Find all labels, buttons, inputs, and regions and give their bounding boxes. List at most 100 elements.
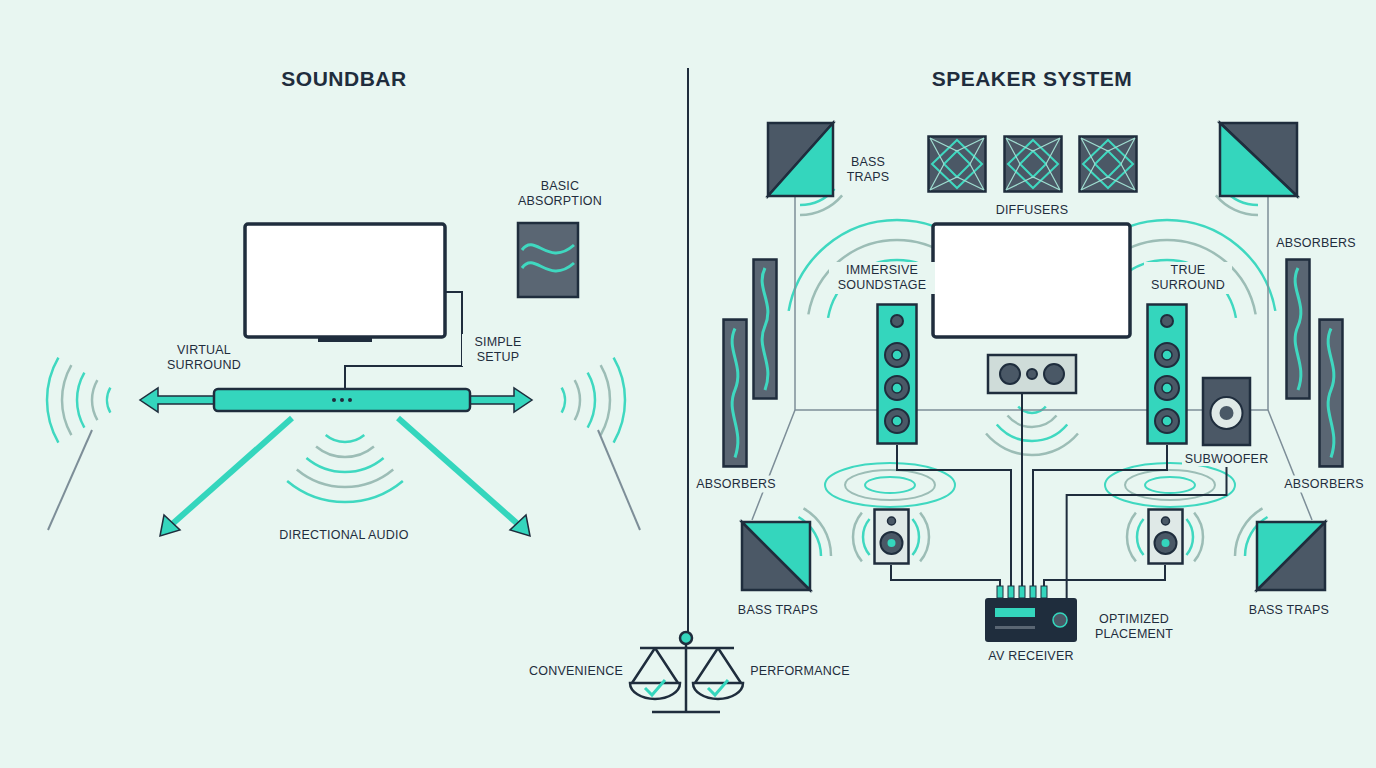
diffuser-panel [1005, 137, 1062, 192]
sound-wave [601, 365, 610, 435]
receiver-box [985, 586, 1077, 642]
callout-label: VIRTUAL SURROUND [160, 342, 248, 374]
sound-wave [863, 519, 870, 555]
callout-label: BASIC ABSORPTION [511, 178, 609, 210]
callout-label: DIRECTIONAL AUDIO [276, 527, 411, 544]
absorber-panel [724, 320, 747, 467]
soundbar [348, 398, 352, 402]
center-speaker [1027, 369, 1037, 379]
sound-wave [1127, 513, 1136, 562]
sound-wave [47, 189, 1275, 562]
receiver-box [985, 598, 1077, 642]
sound-wave [62, 365, 71, 435]
absorber-panel [1320, 320, 1343, 467]
screen [933, 224, 1130, 337]
sound-wave [1145, 477, 1195, 493]
divider-line [688, 68, 689, 640]
diffuser-panel [1080, 137, 1137, 192]
absorber-panel [754, 260, 777, 399]
bass-trap [1257, 522, 1325, 590]
bass-trap [768, 123, 833, 196]
sound-wave [575, 380, 580, 420]
divider-line [687, 68, 689, 640]
scale-label: PERFORMANCE [747, 663, 852, 680]
direction-arrow [140, 388, 532, 536]
subwoofer: SUBWOOFER [1178, 378, 1276, 467]
device-label: SUBWOOFER [1182, 452, 1272, 466]
guide-line [48, 430, 92, 530]
scale-label: CONVENIENCE [526, 663, 626, 680]
receiver-box [1008, 586, 1014, 598]
soundbar [214, 389, 470, 411]
surround-speaker [1149, 510, 1183, 564]
center-speaker [1000, 364, 1020, 384]
absorber-panel [1287, 260, 1310, 399]
sound-wave [1194, 513, 1203, 562]
callout-label: ABSORBERS [1273, 235, 1359, 252]
television [245, 224, 445, 342]
sound-wave [920, 513, 929, 562]
balance-scale [632, 648, 741, 683]
surround-speaker [875, 510, 909, 564]
bass-trap [768, 123, 833, 196]
bass-trap [742, 522, 810, 590]
direction-arrow [470, 388, 532, 412]
center-speaker [1044, 364, 1064, 384]
sound-wave [1137, 519, 1144, 555]
speaker-wire [897, 445, 1011, 590]
callout-label: DIFFUSERS [993, 202, 1072, 219]
speaker-wire [891, 565, 1000, 590]
tower-speaker [878, 305, 917, 444]
sound-wave [1007, 416, 1056, 427]
sound-wave [1216, 195, 1258, 215]
balance-scale [652, 711, 720, 714]
direction-arrow [160, 515, 180, 536]
sound-wave [800, 195, 842, 215]
balance-scale [708, 680, 728, 695]
speaker-wire [1044, 565, 1165, 590]
section-title: SOUNDBAR [278, 65, 409, 92]
receiver-box [1030, 586, 1036, 598]
sound-wave [1186, 519, 1193, 555]
surround-speaker [875, 510, 1183, 564]
absorption-panel [518, 223, 578, 297]
callout-label: IMMERSIVE SOUNDSTAGE [829, 262, 935, 294]
bass-trap [1220, 123, 1297, 196]
setup-cable [345, 292, 462, 388]
callout-label: TRUE SURROUND [1144, 262, 1232, 294]
center-speaker [988, 355, 1076, 393]
direction-arrow [510, 515, 530, 536]
callout-label: ABSORBERS [1281, 476, 1367, 493]
sound-wave [912, 519, 919, 555]
sound-wave [853, 513, 862, 562]
direction-arrow [398, 418, 520, 526]
sound-wave [316, 446, 374, 457]
subwoofer-box [1220, 406, 1234, 420]
subwoofer-box [1203, 378, 1250, 445]
soundbar [340, 398, 344, 402]
receiver-box [997, 586, 1003, 598]
bass-trap [742, 522, 810, 590]
sound-wave [562, 388, 565, 413]
receiver-box [1019, 586, 1025, 598]
sound-wave [588, 373, 595, 428]
device-label: AV RECEIVER [985, 649, 1076, 663]
callout-label: ABSORBERS [693, 476, 779, 493]
balance-scale [645, 680, 665, 695]
sound-wave [287, 481, 403, 502]
speaker-wire [891, 393, 1167, 590]
bass-trap [1257, 522, 1325, 590]
sound-wave [47, 358, 58, 443]
screen [933, 224, 1130, 337]
direction-arrow [140, 388, 214, 412]
section-title: SPEAKER SYSTEM [929, 65, 1136, 92]
sound-wave [326, 435, 365, 442]
sound-wave [107, 388, 110, 413]
tower-speaker [878, 305, 1187, 444]
sound-wave [306, 458, 383, 472]
diffuser-panel [929, 137, 1137, 192]
callout-label: BASS TRAPS [1246, 602, 1332, 619]
balance-scale [685, 640, 688, 712]
